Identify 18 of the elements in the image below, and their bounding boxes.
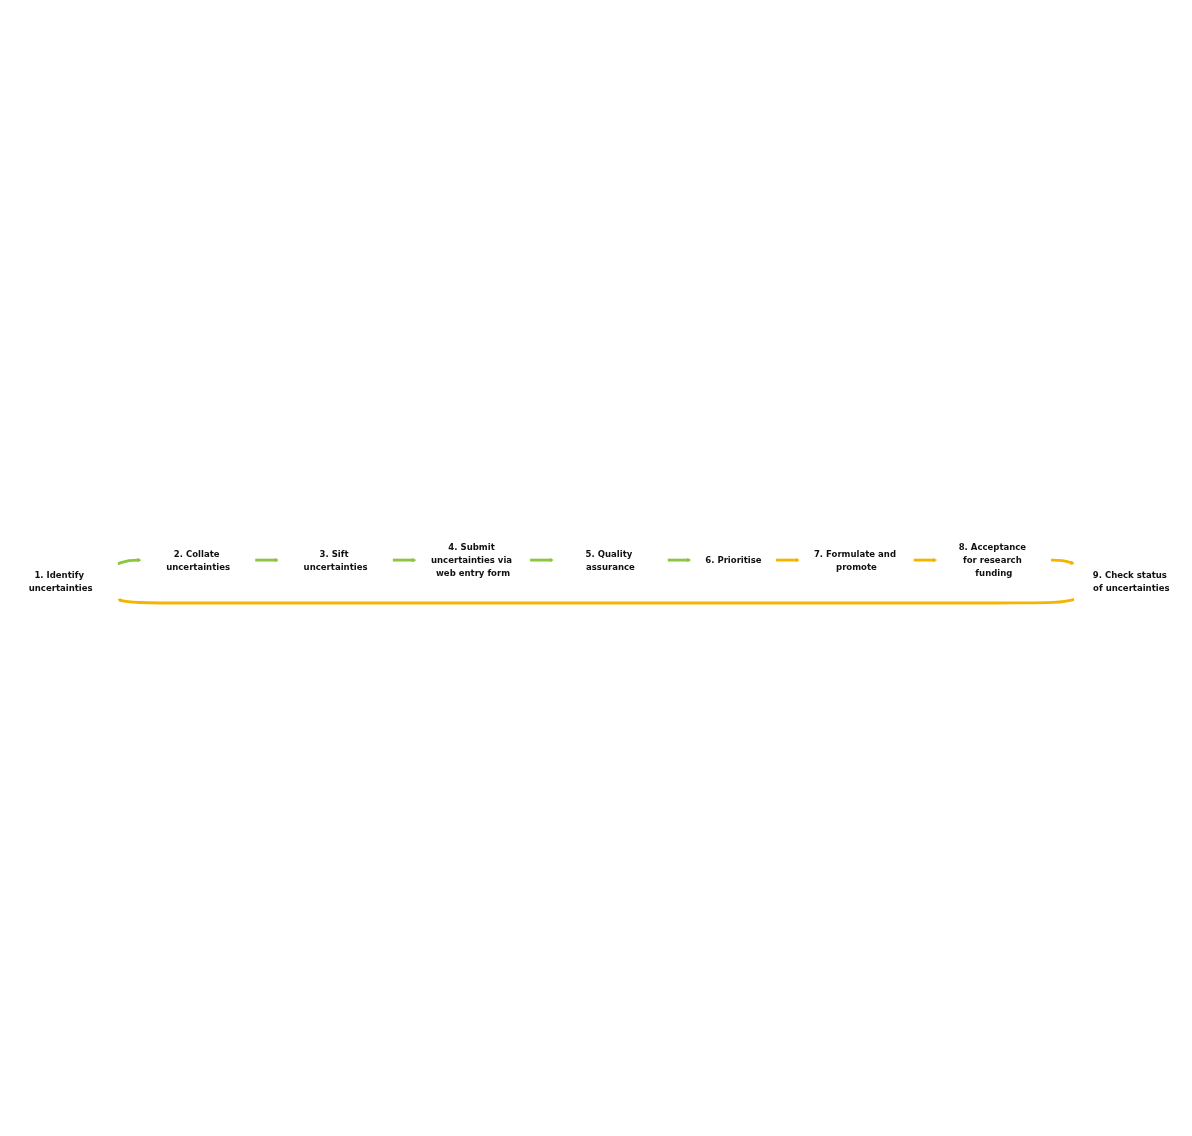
arrow (1050, 558, 1075, 565)
node-text: 1. Identify uncertainties (28, 569, 93, 593)
arrow (117, 557, 142, 565)
arrow (775, 557, 800, 562)
node-text: 5. Quality assurance (585, 548, 635, 572)
node-text: 9. Check status of uncertainties (1092, 569, 1170, 593)
arrow (392, 557, 417, 562)
arrow (255, 557, 279, 562)
arrow (913, 557, 938, 562)
arrow (667, 557, 692, 562)
node-text: 6. Prioritise (705, 554, 762, 565)
arrow (529, 557, 554, 562)
node-text: 3. Sift uncertainties (303, 548, 368, 572)
node-text: 7. Formulate and promote (813, 548, 896, 572)
node-text: 8. Acceptance for research funding (958, 541, 1027, 578)
node-text: 4. Submit uncertainties via web entry form (430, 541, 513, 578)
arrow (117, 597, 1075, 604)
node-text: 2. Collate uncertainties (166, 548, 231, 572)
